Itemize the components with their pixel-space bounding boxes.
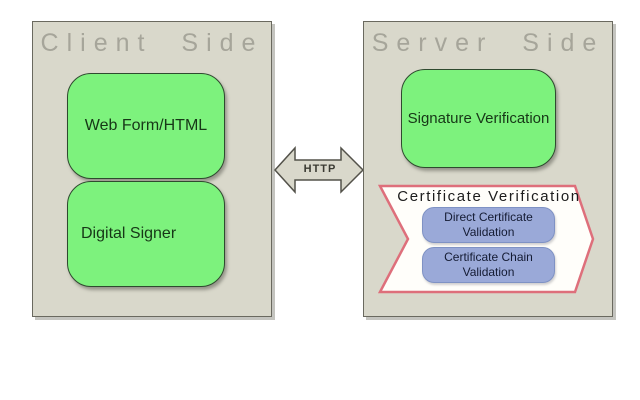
web-form-html-label: Web Form/HTML	[84, 117, 208, 134]
http-label: HTTP	[303, 163, 337, 175]
signature-verification-box: Signature Verification	[401, 69, 556, 168]
certificate-chain-validation-label: Certificate Chain Validation	[444, 250, 533, 279]
server-side-title: Server Side	[371, 29, 605, 57]
digital-signer-label: Digital Signer	[81, 225, 177, 242]
digital-signer-box: Digital Signer	[67, 181, 225, 287]
direct-certificate-validation-label: Direct Certificate Validation	[444, 210, 533, 239]
certificate-verification-title: Certificate Verification	[397, 188, 581, 205]
client-side-title: Client Side	[40, 29, 264, 57]
direct-certificate-validation-box: Direct Certificate Validation	[422, 207, 555, 243]
server-side-panel: Server Side Signature Verification	[363, 21, 613, 317]
web-form-html-box: Web Form/HTML	[67, 73, 225, 179]
signature-verification-label: Signature Verification	[407, 110, 550, 127]
client-side-panel: Client Side Web Form/HTML Digital Signer	[32, 21, 272, 317]
certificate-chain-validation-box: Certificate Chain Validation	[422, 247, 555, 283]
